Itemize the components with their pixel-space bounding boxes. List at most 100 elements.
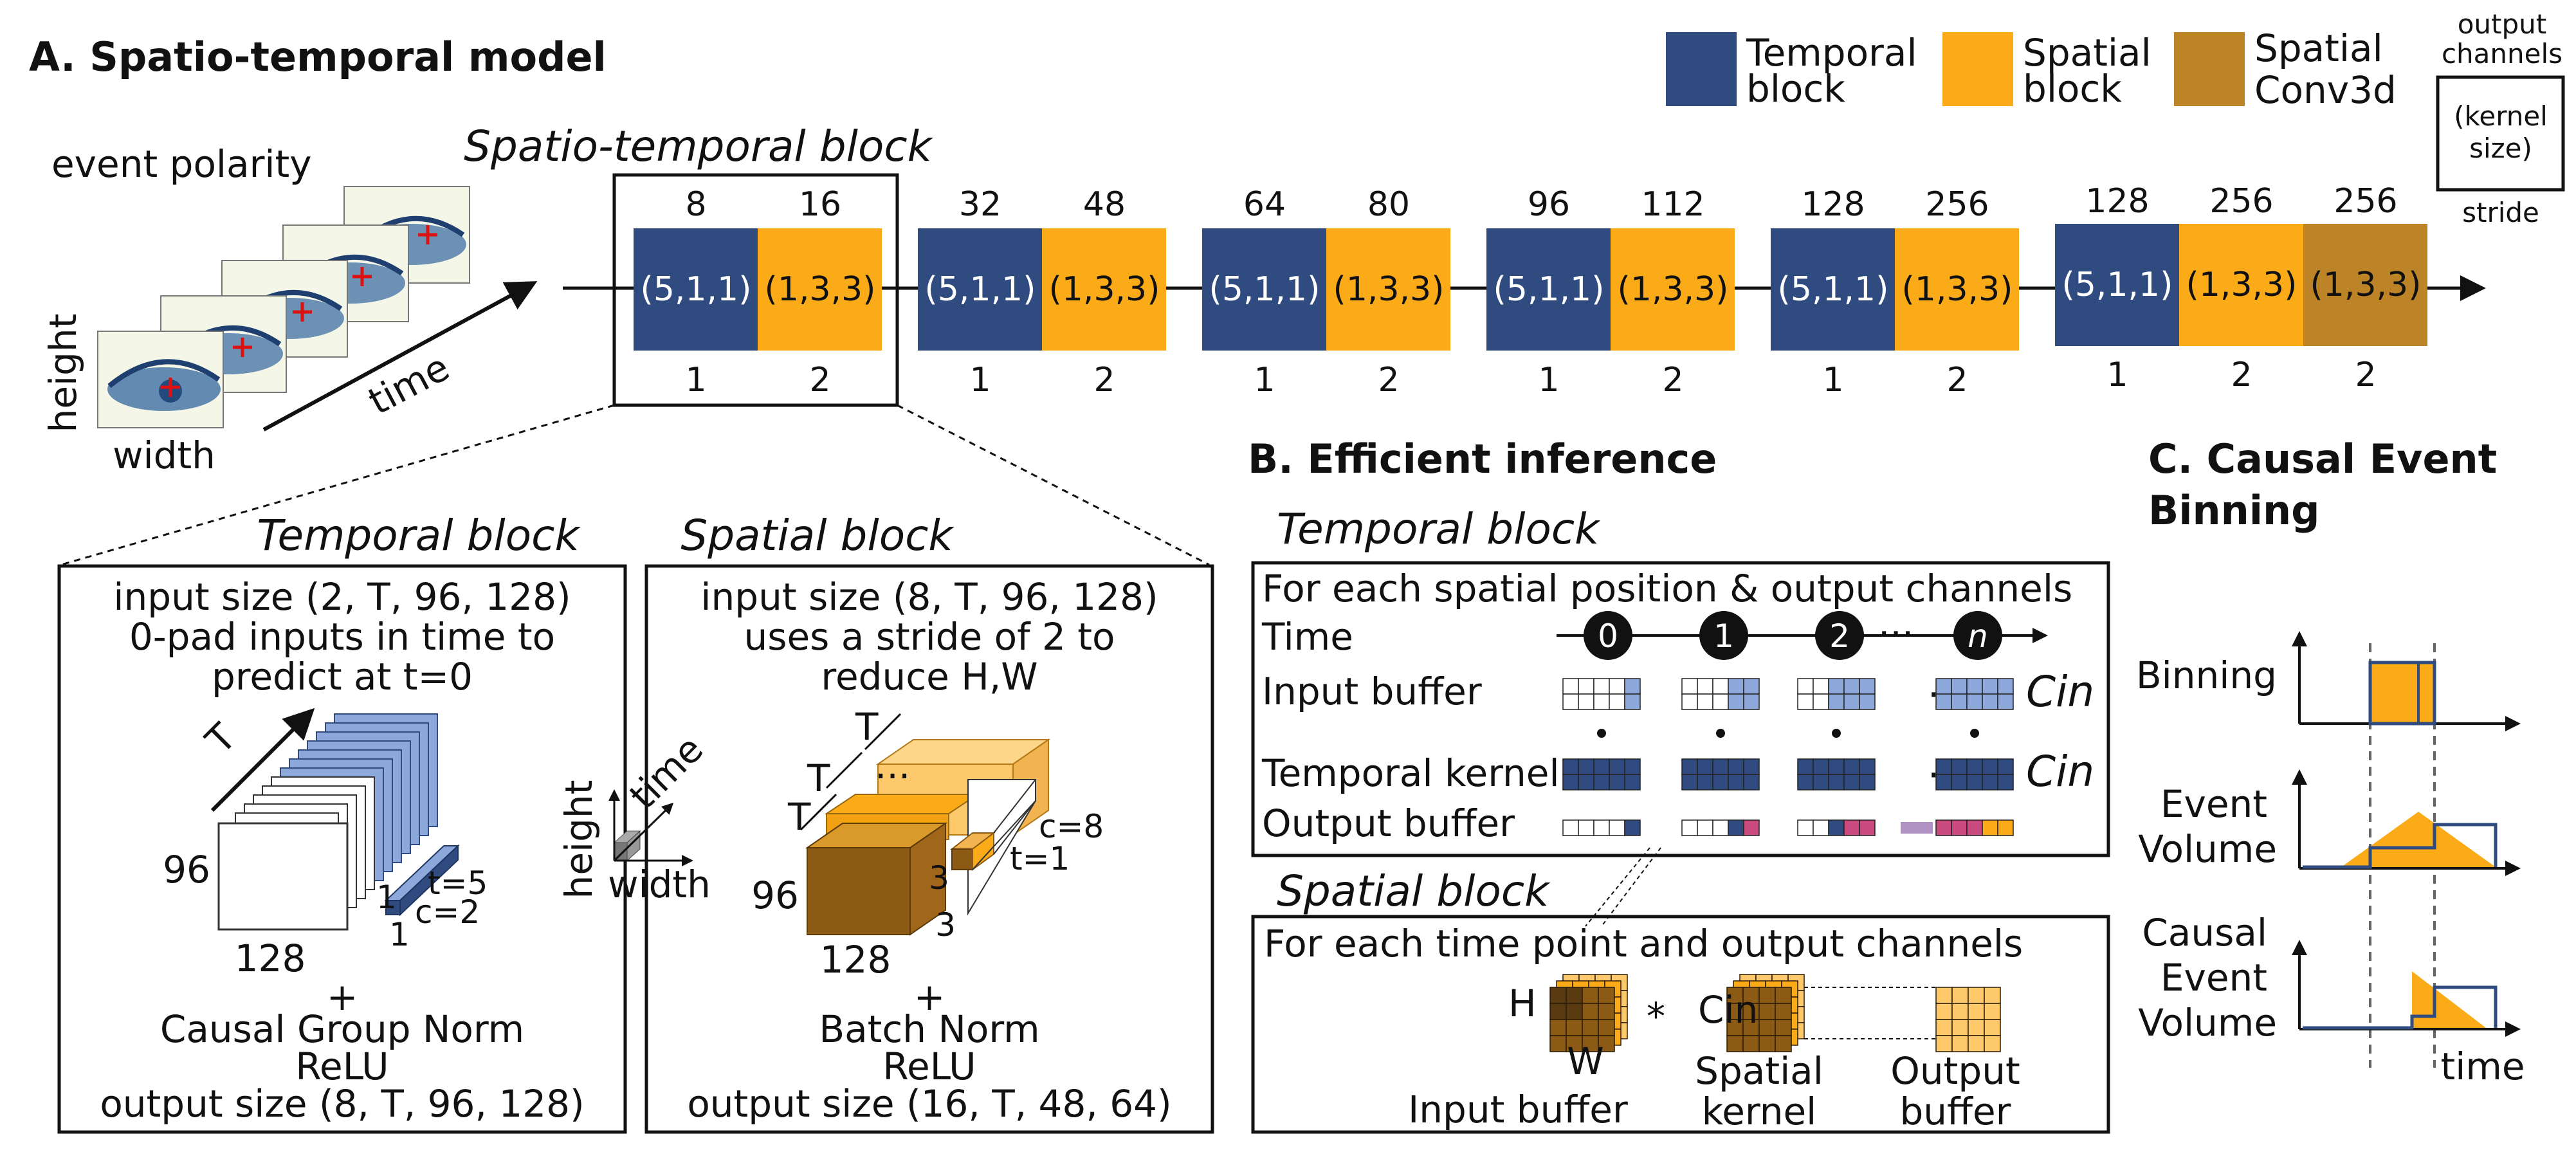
axes-icon: height time width bbox=[557, 727, 711, 906]
spatial-kernel-prism bbox=[950, 779, 1036, 916]
st-block-2: 32 48 (5,1,1) (1,3,3) 1 2 bbox=[918, 185, 1166, 399]
svg-text:2: 2 bbox=[1829, 617, 1850, 655]
temporal-stride: 1 bbox=[1822, 361, 1843, 399]
panel-a-title: A. Spatio-temporal model bbox=[29, 33, 607, 80]
td-line-2: 0-pad inputs in time to bbox=[129, 615, 555, 659]
spatial-stride: 2 bbox=[2231, 356, 2252, 394]
legend-output-2: channels bbox=[2442, 38, 2562, 69]
td-k1: 1 bbox=[376, 879, 397, 916]
panel-b: B. Efficient inference Temporal block Fo… bbox=[1248, 435, 2110, 1134]
spatial-stride: 2 bbox=[1946, 361, 1968, 399]
temporal-channels: 32 bbox=[959, 185, 1001, 224]
svg-text:n: n bbox=[1968, 617, 1988, 655]
spatial-channels: 48 bbox=[1083, 185, 1126, 224]
svg-text:1: 1 bbox=[1713, 617, 1734, 655]
legend-temporal-1: Temporal bbox=[1746, 31, 1917, 75]
b-temporal-title: Temporal block bbox=[1277, 504, 1601, 554]
temporal-kernel: (5,1,1) bbox=[1209, 270, 1320, 309]
frame-1 bbox=[97, 331, 224, 428]
st-block-title: Spatio-temporal block bbox=[464, 122, 933, 171]
temporal-channels: 96 bbox=[1528, 185, 1570, 224]
sd-width: 128 bbox=[820, 938, 891, 982]
output-buffer-t3 bbox=[1935, 819, 2014, 836]
st-block-final: 128 256 256 (5,1,1) (1,3,3) (1,3,3) 1 2 … bbox=[2055, 182, 2427, 394]
b-cin-1: Cin bbox=[2026, 667, 2094, 717]
axes-width: width bbox=[608, 863, 711, 906]
spatial-kernel: (1,3,3) bbox=[1618, 270, 1729, 309]
b-H: H bbox=[1508, 982, 1537, 1025]
temporal-detail-title: Temporal block bbox=[257, 511, 581, 560]
input-buffer-t2 bbox=[1797, 678, 1876, 710]
td-height: 96 bbox=[163, 848, 210, 891]
sd-k3b: 3 bbox=[935, 906, 956, 944]
td-relu: ReLU bbox=[295, 1045, 388, 1088]
svg-text:0: 0 bbox=[1598, 617, 1618, 655]
output-smear bbox=[1901, 822, 1933, 834]
spatial-box bbox=[1895, 228, 2019, 351]
temporal-box bbox=[2055, 224, 2179, 346]
b-star: * bbox=[1647, 994, 1665, 1038]
temporal-kernel: (5,1,1) bbox=[2062, 266, 2173, 304]
sd-c8: c=8 bbox=[1039, 808, 1104, 845]
temporal-kernel-t3 bbox=[1935, 758, 2014, 791]
conv3d-channels: 256 bbox=[2334, 182, 2397, 221]
b-time-dots: ··· bbox=[1878, 612, 1914, 655]
td-line-1: input size (2, T, 96, 128) bbox=[113, 575, 571, 619]
legend-temporal-2: block bbox=[1746, 67, 1845, 111]
b-sk-label-1: Spatial bbox=[1695, 1049, 1823, 1093]
td-plus: + bbox=[327, 975, 358, 1019]
temporal-channels: 64 bbox=[1243, 185, 1286, 224]
axes-time: time bbox=[621, 727, 711, 818]
st-block-4: 96 112 (5,1,1) (1,3,3) 1 2 bbox=[1486, 185, 1735, 399]
temporal-kernel-t0 bbox=[1562, 758, 1641, 791]
legend-conv3d-swatch bbox=[2174, 32, 2245, 106]
panel-c-title-2: Binning bbox=[2148, 487, 2320, 534]
sd-line-2: uses a stride of 2 to bbox=[744, 615, 1115, 659]
time-step-0: 0 bbox=[1584, 611, 1632, 660]
temporal-stride: 1 bbox=[685, 361, 706, 399]
spatial-stride: 2 bbox=[1662, 361, 1683, 399]
sd-plus: + bbox=[914, 975, 945, 1019]
width-label: width bbox=[113, 434, 215, 477]
output-buffer-t2 bbox=[1797, 819, 1876, 836]
sd-out: output size (16, T, 48, 64) bbox=[687, 1082, 1171, 1126]
b-connector-1 bbox=[1585, 847, 1650, 927]
sd-relu: ReLU bbox=[882, 1045, 976, 1088]
b-ob-label-2: buffer bbox=[1899, 1090, 2011, 1133]
spatial-kernel: (1,3,3) bbox=[765, 270, 876, 309]
spatial-box bbox=[1611, 228, 1735, 351]
legend-spatial-swatch bbox=[1942, 32, 2013, 106]
c-ev-label-2: Volume bbox=[2138, 827, 2277, 871]
temporal-kernel: (5,1,1) bbox=[1494, 270, 1605, 309]
b-sb-header: For each time point and output channels bbox=[1264, 922, 2023, 965]
c-event-volume: Event Volume bbox=[2138, 769, 2521, 876]
panel-a: A. Spatio-temporal model event polarity bbox=[29, 8, 2565, 1134]
c-binning-label: Binning bbox=[2136, 654, 2277, 697]
sd-T1: T bbox=[787, 795, 811, 839]
spatial-stride: 2 bbox=[1378, 361, 1399, 399]
event-frames: event polarity bbox=[41, 142, 538, 477]
spatial-channels: 112 bbox=[1641, 185, 1704, 224]
output-buffer-t1 bbox=[1681, 819, 1760, 836]
zoom-line-right bbox=[897, 404, 1210, 566]
temporal-channels: 128 bbox=[1801, 185, 1865, 224]
input-buffer-t1 bbox=[1681, 678, 1760, 710]
spatial-box bbox=[758, 228, 882, 351]
b-connector-2 bbox=[1601, 847, 1661, 927]
temporal-box bbox=[1771, 228, 1895, 351]
spatial-box bbox=[1042, 228, 1166, 351]
input-stack-front bbox=[1549, 987, 1615, 1052]
dot-product-0 bbox=[1597, 729, 1606, 738]
sd-norm: Batch Norm bbox=[819, 1007, 1039, 1051]
temporal-kernel: (5,1,1) bbox=[925, 270, 1036, 309]
b-W: W bbox=[1567, 1039, 1603, 1083]
dot-product-3 bbox=[1970, 729, 1979, 738]
spatial-kernel: (1,3,3) bbox=[1902, 270, 2013, 309]
spatial-channels: 80 bbox=[1367, 185, 1410, 224]
spatial-volume-front bbox=[805, 822, 948, 936]
td-t5: t=5 bbox=[428, 864, 488, 902]
spatial-channels: 256 bbox=[2209, 182, 2273, 221]
height-label: height bbox=[41, 314, 85, 433]
time-step-1: 1 bbox=[1699, 611, 1748, 660]
